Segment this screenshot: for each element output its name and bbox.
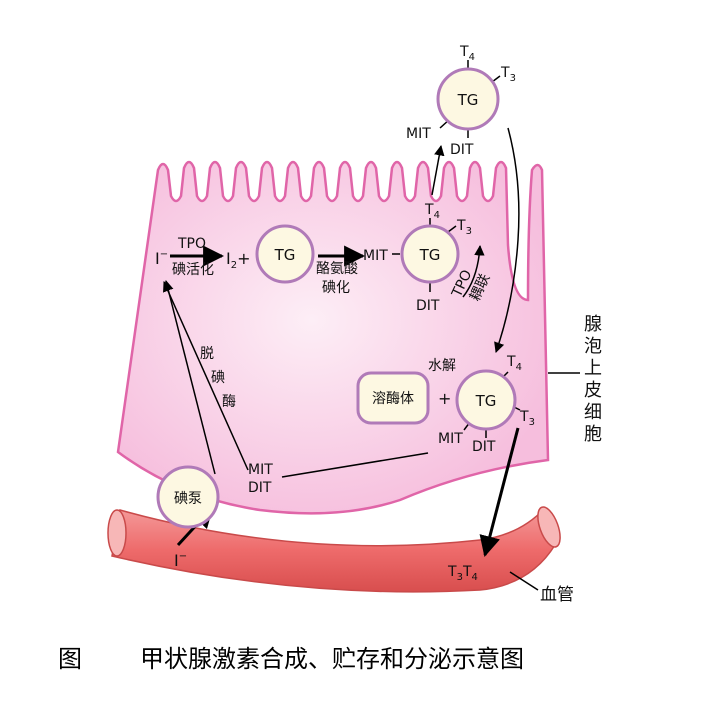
tg-colloid: TG T4 T3 MIT DIT bbox=[406, 44, 516, 158]
tg-label: TG bbox=[475, 392, 497, 410]
tg-label: TG bbox=[274, 246, 296, 264]
tg-apical: TG T4 T3 MIT DIT bbox=[363, 202, 472, 314]
mit-label: MIT bbox=[248, 462, 273, 478]
iodine-activation-label: 碘活化 bbox=[172, 262, 214, 278]
lysosome-label: 溶酶体 bbox=[372, 391, 414, 407]
mit-label: MIT bbox=[363, 248, 388, 264]
cell-label-char-5: 细 bbox=[584, 402, 602, 423]
t4-label: T4 bbox=[424, 202, 440, 221]
cell-label-char-4: 皮 bbox=[584, 380, 602, 401]
mit-dit-return-line bbox=[281, 452, 429, 478]
cell-label-char-2: 泡 bbox=[584, 336, 602, 357]
blood-vessel bbox=[107, 506, 561, 593]
cell-label-char-6: 胞 bbox=[584, 424, 602, 445]
deiodinase-arrow bbox=[163, 281, 249, 471]
secretion-arrow bbox=[431, 144, 445, 196]
tg-cytoplasm: TG bbox=[255, 224, 315, 284]
t3-label: T3 bbox=[456, 218, 472, 237]
iodine-pump-label: 碘泵 bbox=[174, 491, 202, 507]
mit-label: MIT bbox=[438, 431, 463, 447]
plus-sign: + bbox=[438, 389, 451, 408]
vessel-label: 血管 bbox=[540, 585, 574, 605]
deiodinase-char-2: 碘 bbox=[211, 370, 225, 386]
pump-to-iodide-arrow bbox=[163, 279, 216, 475]
deiodinase-char-1: 脱 bbox=[200, 346, 214, 362]
i2-label: I2+ bbox=[226, 249, 251, 271]
caption-title: 甲状腺激素合成、贮存和分泌示意图 bbox=[140, 645, 524, 673]
follicular-cell bbox=[116, 160, 550, 515]
iodide-blood-label: I− bbox=[174, 551, 187, 570]
tpo-label: TPO bbox=[177, 236, 206, 252]
t3-label: T3 bbox=[500, 65, 516, 84]
iodide-label: I− bbox=[155, 249, 168, 268]
dit-label: DIT bbox=[248, 480, 272, 496]
deiodinase-char-3: 酶 bbox=[222, 394, 236, 410]
dit-label: DIT bbox=[450, 142, 474, 158]
coupling-arrow bbox=[462, 244, 485, 298]
tg-lysosomal: TG T4 T3 MIT DIT bbox=[438, 354, 535, 455]
t4-label: T4 bbox=[459, 44, 475, 63]
lysosome: 溶酶体 bbox=[356, 371, 430, 425]
caption-prefix: 图 bbox=[58, 645, 82, 673]
t3-label: T3 bbox=[519, 409, 535, 428]
mit-label: MIT bbox=[406, 126, 431, 142]
tyrosine-label: 酪氨酸 bbox=[316, 261, 358, 277]
t4-label: T4 bbox=[506, 354, 522, 373]
endocytosis-arrow bbox=[494, 127, 520, 353]
cell-label-char-1: 腺 bbox=[584, 314, 602, 335]
vessel-label-leader bbox=[509, 571, 539, 591]
tg-label: TG bbox=[419, 246, 441, 264]
iodine-pump: 碘泵 bbox=[156, 465, 220, 529]
cell-label-char-3: 上 bbox=[584, 358, 602, 379]
dit-label: DIT bbox=[472, 439, 496, 455]
iodination-label: 碘化 bbox=[322, 280, 350, 296]
hormone-release-arrow bbox=[479, 427, 520, 558]
dit-label: DIT bbox=[416, 298, 440, 314]
t3t4-label: T3T4 bbox=[447, 564, 478, 583]
hydrolysis-label: 水解 bbox=[428, 358, 456, 374]
tg-label: TG bbox=[457, 91, 479, 109]
